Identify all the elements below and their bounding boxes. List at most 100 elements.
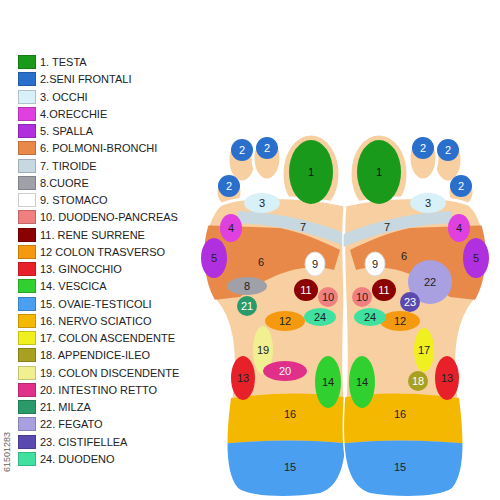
zone-number: 1 bbox=[357, 140, 401, 204]
zone-ellipse bbox=[201, 238, 227, 278]
legend-row: 15. OVAIE-TESTICOLI bbox=[18, 297, 152, 311]
zone-label: 10 bbox=[356, 291, 368, 304]
zone-number: 9 bbox=[305, 252, 325, 276]
zone-ellipse bbox=[256, 137, 278, 159]
zone-label: 6 bbox=[401, 250, 407, 263]
zone-number: 15 bbox=[392, 460, 408, 475]
legend-row: 19. COLON DISCENDENTE bbox=[18, 366, 179, 380]
zone-label: 14 bbox=[322, 376, 334, 389]
legend-swatch bbox=[18, 348, 36, 362]
zone-ellipse bbox=[435, 356, 459, 400]
legend-swatch bbox=[18, 331, 36, 345]
zone-ellipse bbox=[400, 292, 420, 312]
zone-ellipse bbox=[305, 252, 325, 276]
zone-number: 24 bbox=[304, 308, 336, 326]
legend-swatch bbox=[18, 55, 36, 69]
zone-number: 5 bbox=[201, 238, 227, 278]
legend-text: 18. APPENDICE-ILEO bbox=[40, 349, 150, 361]
zone-number: 12 bbox=[265, 311, 305, 331]
zone-label: 13 bbox=[237, 372, 249, 385]
legend-swatch bbox=[18, 297, 36, 311]
zone-label: 7 bbox=[300, 221, 306, 234]
zone-label: 3 bbox=[425, 197, 431, 210]
zone-ellipse bbox=[463, 238, 489, 278]
legend-swatch bbox=[18, 107, 36, 121]
legend-row: 4.ORECCHIE bbox=[18, 107, 107, 121]
legend-swatch bbox=[18, 400, 36, 414]
zone-label: 4 bbox=[456, 222, 462, 235]
zone-number: 16 bbox=[282, 407, 298, 422]
zone-label: 10 bbox=[322, 291, 334, 304]
zone-number: 23 bbox=[400, 292, 420, 312]
legend-row: 12 COLON TRASVERSO bbox=[18, 245, 165, 259]
zone-number: 9 bbox=[365, 252, 385, 276]
zone-ellipse bbox=[304, 308, 336, 326]
legend-swatch bbox=[18, 141, 36, 155]
zone-label: 11 bbox=[378, 284, 389, 297]
legend-text: 15. OVAIE-TESTICOLI bbox=[40, 298, 152, 310]
zone-label: 2 bbox=[445, 144, 451, 157]
legend-swatch bbox=[18, 72, 36, 86]
legend-text: 12 COLON TRASVERSO bbox=[40, 246, 165, 258]
legend-text: 1. TESTA bbox=[40, 56, 87, 68]
legend-row: 18. APPENDICE-ILEO bbox=[18, 348, 150, 362]
legend-text: 10. DUODENO-PANCREAS bbox=[40, 211, 178, 223]
zone-ellipse bbox=[289, 140, 333, 204]
zone-label: 5 bbox=[211, 252, 217, 265]
legend-text: 2.SENI FRONTALI bbox=[40, 73, 131, 85]
zone-number: 10 bbox=[318, 287, 338, 307]
legend-swatch bbox=[18, 366, 36, 380]
zone-number: 8 bbox=[227, 277, 267, 295]
zone-label: 16 bbox=[394, 408, 406, 421]
zone-label: 19 bbox=[257, 344, 269, 357]
legend-row: 17. COLON ASCENDENTE bbox=[18, 331, 175, 345]
zone-number: 24 bbox=[354, 308, 386, 326]
zone-number: 10 bbox=[352, 287, 372, 307]
legend-row: 16. NERVO SCIATICO bbox=[18, 314, 151, 328]
zone-ellipse bbox=[265, 311, 305, 331]
legend-text: 23. CISTIFELLEA bbox=[40, 436, 127, 448]
right-foot bbox=[330, 134, 500, 500]
legend-swatch bbox=[18, 210, 36, 224]
zone-label: 14 bbox=[356, 376, 368, 389]
legend-text: 11. RENE SURRENE bbox=[40, 229, 145, 241]
zone-label: 5 bbox=[473, 252, 479, 265]
zone-label: 6 bbox=[258, 256, 264, 269]
legend-row: 2.SENI FRONTALI bbox=[18, 72, 131, 86]
zone-label: 1 bbox=[308, 166, 314, 179]
zone-ellipse bbox=[349, 356, 375, 408]
zone-label: 17 bbox=[418, 344, 430, 357]
zone-ellipse bbox=[372, 279, 396, 301]
zone-ellipse bbox=[218, 175, 240, 197]
zone-label: 18 bbox=[412, 375, 424, 388]
legend-text: 21. MILZA bbox=[40, 401, 91, 413]
legend-text: 19. COLON DISCENDENTE bbox=[40, 367, 179, 379]
legend-row: 7. TIROIDE bbox=[18, 159, 97, 173]
legend-swatch bbox=[18, 124, 36, 138]
legend-swatch bbox=[18, 193, 36, 207]
zone-ellipse bbox=[352, 287, 372, 307]
zone-number: 7 bbox=[298, 220, 308, 235]
zone-label: 1 bbox=[376, 166, 382, 179]
legend-row: 22. FEGATO bbox=[18, 417, 103, 431]
legend-row: 8.CUORE bbox=[18, 176, 89, 190]
zone-number: 17 bbox=[414, 328, 434, 372]
zone-label: 12 bbox=[394, 315, 406, 328]
legend-row: 14. VESCICA bbox=[18, 279, 107, 293]
zone-ellipse bbox=[412, 137, 434, 159]
zone-number: 4 bbox=[448, 214, 470, 242]
zone-number: 16 bbox=[392, 407, 408, 422]
legend-text: 5. SPALLA bbox=[40, 125, 93, 137]
zone-number: 2 bbox=[437, 139, 459, 161]
zone-label: 2 bbox=[458, 180, 464, 193]
legend-swatch bbox=[18, 279, 36, 293]
legend-text: 22. FEGATO bbox=[40, 418, 103, 430]
zone-ellipse bbox=[448, 214, 470, 242]
zone-number: 3 bbox=[410, 193, 446, 213]
legend-swatch bbox=[18, 452, 36, 466]
legend-row: 24. DUODENO bbox=[18, 452, 115, 466]
zone-label: 13 bbox=[441, 372, 453, 385]
legend-swatch bbox=[18, 417, 36, 431]
legend-text: 7. TIROIDE bbox=[40, 160, 97, 172]
